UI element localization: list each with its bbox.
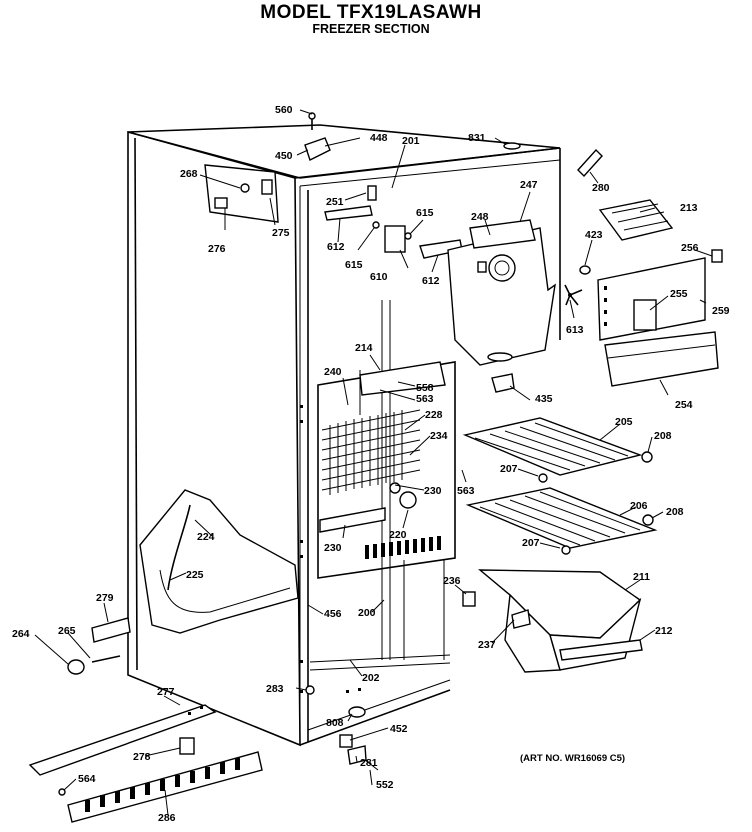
part-552: 552 [376, 779, 394, 791]
part-265: 265 [58, 625, 76, 637]
part-225: 225 [186, 569, 204, 581]
part-237: 237 [478, 639, 496, 651]
part-200: 200 [358, 607, 376, 619]
part-247: 247 [520, 179, 538, 191]
part-213: 213 [680, 202, 698, 214]
part-278: 278 [133, 751, 151, 763]
part-212: 212 [655, 625, 673, 637]
part-208b: 208 [666, 506, 684, 518]
part-435: 435 [535, 393, 553, 405]
part-264: 264 [12, 628, 30, 640]
part-202: 202 [362, 672, 380, 684]
part-281: 281 [360, 757, 378, 769]
part-283: 283 [266, 683, 284, 695]
part-612a: 612 [327, 241, 345, 253]
part-207b: 207 [522, 537, 540, 549]
top-parts [204, 112, 603, 259]
page-subtitle: FREEZER SECTION [312, 22, 430, 36]
part-423: 423 [585, 229, 603, 241]
part-251: 251 [326, 196, 344, 208]
part-560: 560 [275, 104, 293, 116]
part-456: 456 [324, 608, 342, 620]
part-808: 808 [326, 717, 344, 729]
part-236: 236 [443, 575, 461, 587]
bottom-small-parts [305, 685, 379, 771]
part-220: 220 [389, 529, 407, 541]
page-title: MODEL TFX19LASAWH [260, 2, 482, 23]
part-563a: 563 [416, 393, 434, 405]
evaporator-assembly [317, 361, 456, 579]
part-831: 831 [468, 132, 486, 144]
leader-lines [34, 109, 713, 816]
part-280: 280 [592, 182, 610, 194]
part-564: 564 [78, 773, 96, 785]
part-230a: 230 [424, 485, 442, 497]
part-563b: 563 [457, 485, 475, 497]
pan-224-225 [139, 489, 299, 634]
ice-and-fan [564, 199, 674, 306]
freezer-basket [462, 569, 643, 673]
part-615a: 615 [416, 207, 434, 219]
part-277: 277 [157, 686, 175, 698]
part-206: 206 [630, 500, 648, 512]
ice-bucket-panel [597, 249, 723, 387]
part-214: 214 [355, 342, 373, 354]
part-208a: 208 [654, 430, 672, 442]
part-615b: 615 [345, 259, 363, 271]
part-230b: 230 [324, 542, 342, 554]
part-205: 205 [615, 416, 633, 428]
wire-shelves [462, 417, 658, 555]
part-286: 286 [158, 812, 176, 824]
part-255: 255 [670, 288, 688, 300]
part-259: 259 [712, 305, 730, 317]
art-number: (ART NO. WR16069 C5) [520, 753, 626, 764]
left-small-parts [28, 617, 263, 823]
part-452: 452 [390, 723, 408, 735]
part-224: 224 [197, 531, 215, 543]
part-labels: 560 448 450 201 831 268 251 247 280 213 … [12, 104, 730, 824]
part-211: 211 [633, 571, 650, 583]
part-268: 268 [180, 168, 198, 180]
fan-housing [447, 219, 556, 393]
part-275: 275 [272, 227, 290, 239]
part-613: 613 [566, 324, 584, 336]
part-234: 234 [430, 430, 448, 442]
part-450: 450 [275, 150, 293, 162]
part-248: 248 [471, 211, 489, 223]
part-228: 228 [425, 409, 443, 421]
part-256: 256 [681, 242, 699, 254]
part-254: 254 [675, 399, 693, 411]
part-558: 558 [416, 382, 434, 394]
part-207a: 207 [500, 463, 518, 475]
part-279: 279 [96, 592, 114, 604]
part-610: 610 [370, 271, 388, 283]
part-201: 201 [402, 135, 420, 147]
cabinet-outline [127, 124, 561, 747]
part-448: 448 [370, 132, 388, 144]
part-276: 276 [208, 243, 226, 255]
part-612b: 612 [422, 275, 440, 287]
part-240: 240 [324, 366, 342, 378]
